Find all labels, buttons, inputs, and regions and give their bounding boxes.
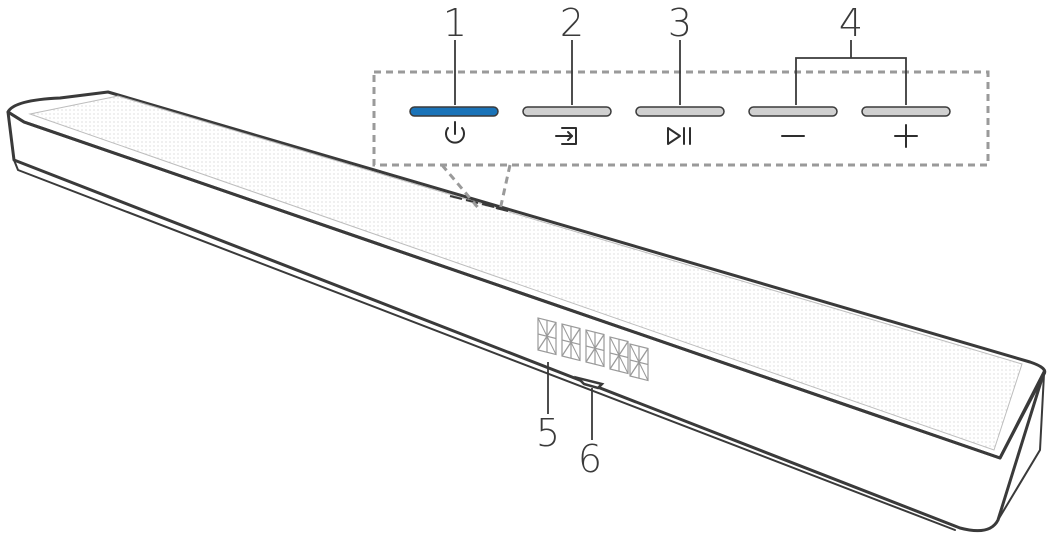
callout-play-pause: 3 (668, 1, 692, 45)
soundbar-end-cap (997, 373, 1045, 521)
source-input-icon (555, 127, 577, 145)
front-display (537, 317, 649, 382)
top-button-marks (449, 195, 509, 212)
callout-source: 2 (560, 1, 584, 45)
callout-leaders (454, 40, 907, 440)
ir-sensor (573, 375, 605, 390)
callout-display: 5 (536, 411, 560, 455)
button-zoom-frame (372, 70, 990, 211)
callout-power: 1 (443, 1, 467, 45)
soundbar-body (6, 90, 1047, 533)
callout-ir-sensor: 6 (578, 437, 602, 481)
volume-up-button[interactable] (861, 106, 951, 117)
source-button[interactable] (522, 106, 612, 117)
play-pause-button[interactable] (635, 106, 725, 117)
volume-down-button[interactable] (748, 106, 838, 117)
soundbar-bottom-edge (13, 159, 956, 531)
control-buttons (409, 106, 951, 117)
plus-icon (894, 124, 918, 148)
play-pause-icon (667, 127, 691, 145)
speaker-grille (28, 95, 1023, 451)
power-icon (445, 121, 465, 144)
callout-volume: 4 (839, 1, 863, 45)
power-button[interactable] (409, 106, 499, 117)
